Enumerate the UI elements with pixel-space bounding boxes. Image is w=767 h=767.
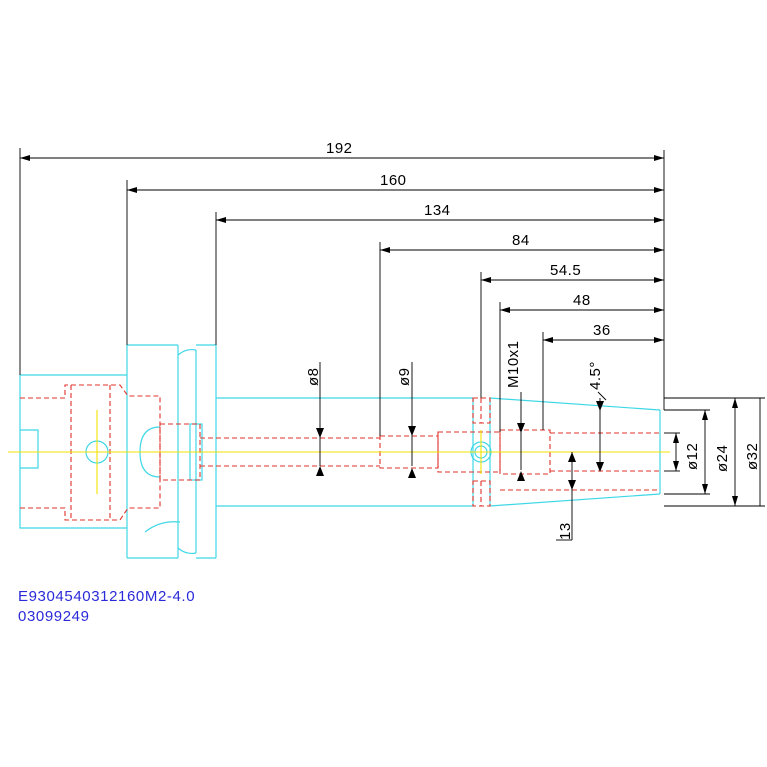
arrow-13-bottom — [568, 480, 576, 490]
internal-diameter-dimensions — [319, 362, 607, 541]
dim-length-134: 134 — [424, 202, 451, 219]
dim-diameter-9: ø9 — [396, 367, 413, 386]
dim-length-54-5: 54.5 — [550, 262, 581, 279]
dim-length-192: 192 — [326, 140, 353, 157]
arrow-13-top — [568, 452, 576, 462]
dim-thread-m10x1: M10x1 — [505, 340, 522, 388]
arrow-taper-top — [596, 401, 604, 411]
dim-length-84: 84 — [512, 232, 530, 249]
dim-taper-angle: 4.5° — [587, 361, 604, 390]
arrow-m10-bottom — [517, 471, 525, 481]
dim-diameter-12: ø12 — [684, 443, 701, 470]
serial-number: 03099249 — [18, 608, 90, 625]
arrow-d9-top — [408, 426, 416, 436]
arrow-d9-bottom — [408, 468, 416, 478]
dim-length-36: 36 — [593, 322, 611, 339]
arrow-m10-top — [517, 423, 525, 433]
arrow-d8-bottom — [316, 466, 324, 476]
part-code: E9304540312160M2-4.0 — [18, 588, 196, 605]
dim-diameter-32: ø32 — [744, 443, 761, 470]
dim-length-160: 160 — [380, 172, 407, 189]
external-diameter-dimensions — [664, 397, 765, 507]
dim-diameter-8: ø8 — [305, 367, 322, 386]
length-dimensions — [19, 148, 665, 436]
arrow-taper-bottom — [596, 462, 604, 472]
arrow-d8-top — [316, 428, 324, 438]
dim-front-length-13: 13 — [557, 522, 574, 540]
dim-length-48: 48 — [573, 292, 591, 309]
dim-diameter-24: ø24 — [714, 445, 731, 472]
